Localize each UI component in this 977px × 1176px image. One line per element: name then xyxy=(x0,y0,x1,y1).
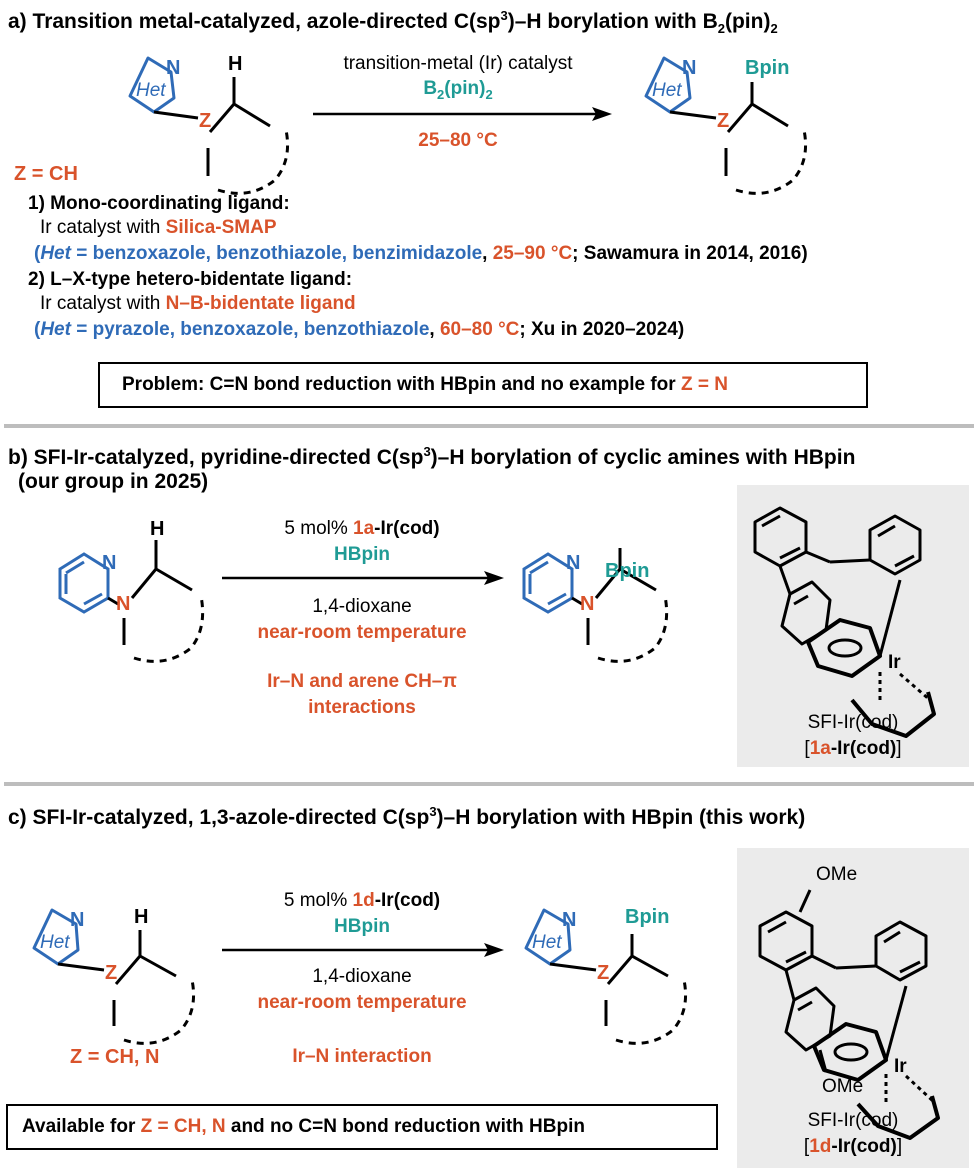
atom-n: N xyxy=(102,552,117,574)
atom-n: N xyxy=(70,909,85,931)
reagent-c: HBpin xyxy=(334,916,390,937)
solvent-c: 1,4-dioxane xyxy=(312,966,412,987)
atom-het: Het xyxy=(532,932,562,953)
item2-het: (Het = pyrazole, benzoxazole, benzothiaz… xyxy=(34,319,685,340)
atom-ir: Ir xyxy=(894,1056,907,1077)
temperature-b: near-room temperature xyxy=(257,622,467,643)
atom-n: N xyxy=(116,593,131,615)
conditions-a: 25–80 °C xyxy=(418,130,498,151)
atom-z: Z xyxy=(717,110,730,132)
interaction-b-1: Ir–N and arene CH–π xyxy=(267,671,457,692)
atom-h: H xyxy=(134,906,149,928)
atom-n: N xyxy=(562,909,577,931)
catalyst-panel-b xyxy=(737,485,969,767)
atom-z: Z xyxy=(597,962,610,984)
atom-het: Het xyxy=(136,80,166,101)
item1-line: Ir catalyst with Silica-SMAP xyxy=(40,217,277,238)
atom-h: H xyxy=(228,53,243,75)
loading-b: 5 mol% 1a-Ir(cod) xyxy=(284,518,440,539)
atom-z: Z xyxy=(199,110,212,132)
loading-c: 5 mol% 1d-Ir(cod) xyxy=(283,890,441,911)
catalyst-caption-b-1: SFI-Ir(cod) xyxy=(807,712,899,733)
z-label-c: Z = CH, N xyxy=(70,1046,160,1068)
separator-a-b xyxy=(4,424,974,428)
atom-n: N xyxy=(580,593,595,615)
z-label-a: Z = CH xyxy=(14,163,78,185)
solvent-b: 1,4-dioxane xyxy=(312,596,412,617)
atom-n: N xyxy=(566,552,581,574)
atom-het: Het xyxy=(40,932,70,953)
atom-het: Het xyxy=(652,80,682,101)
atom-n: N xyxy=(682,57,697,79)
atom-n: N xyxy=(166,57,181,79)
atom-bpin: Bpin xyxy=(605,560,650,582)
catalyst-panel-c xyxy=(737,848,969,1168)
section-b-subtitle: (our group in 2025) xyxy=(18,470,209,493)
separator-b-c xyxy=(4,782,974,786)
interaction-b-2: interactions xyxy=(308,697,416,718)
atom-ome: OMe xyxy=(816,864,858,885)
item1-title: 1) Mono-coordinating ligand: xyxy=(28,193,290,214)
atom-z: Z xyxy=(105,962,118,984)
interaction-c: Ir–N interaction xyxy=(292,1046,432,1067)
catalyst-caption-c-2: [1d-Ir(cod)] xyxy=(803,1136,903,1157)
atom-ome: OMe xyxy=(822,1076,864,1097)
atom-ir: Ir xyxy=(888,652,901,673)
catalyst-caption-c-1: SFI-Ir(cod) xyxy=(807,1110,899,1131)
section-c-title: c) SFI-Ir-catalyzed, 1,3-azole-directed … xyxy=(8,804,806,829)
atom-h: H xyxy=(150,518,165,540)
section-a-title: a) Transition metal-catalyzed, azole-dir… xyxy=(8,8,778,37)
temperature-c: near-room temperature xyxy=(257,992,467,1013)
atom-bpin: Bpin xyxy=(745,57,790,79)
item1-het: (Het = benzoxazole, benzothiazole, benzi… xyxy=(34,243,808,264)
reagent-b: HBpin xyxy=(334,544,390,565)
reagent-b2pin2: B2(pin)2 xyxy=(423,78,493,102)
item2-line: Ir catalyst with N–B-bidentate ligand xyxy=(40,293,356,314)
atom-bpin: Bpin xyxy=(625,906,670,928)
section-b-title: b) SFI-Ir-catalyzed, pyridine-directed C… xyxy=(8,444,856,469)
problem-box: Problem: C=N bond reduction with HBpin a… xyxy=(98,362,868,408)
catalyst-caption-b-2: [1a-Ir(cod)] xyxy=(804,738,902,759)
available-box: Available for Z = CH, N and no C=N bond … xyxy=(6,1104,718,1150)
catalyst-line: transition-metal (Ir) catalyst xyxy=(343,53,573,74)
problem-text: Problem: C=N bond reduction with HBpin a… xyxy=(122,374,728,395)
available-text: Available for Z = CH, N and no C=N bond … xyxy=(22,1116,585,1137)
item2-title: 2) L–X-type hetero-bidentate ligand: xyxy=(28,269,353,290)
